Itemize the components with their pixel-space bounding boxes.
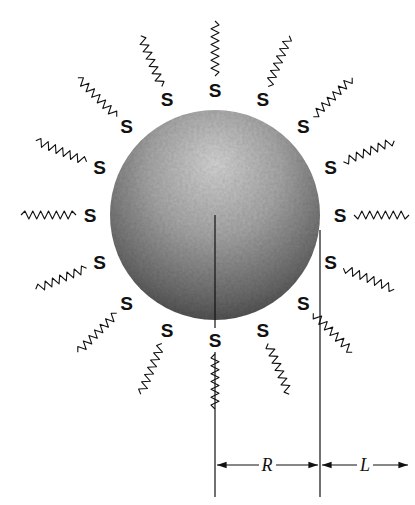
alkyl-chain [211, 21, 219, 76]
sulfur-atom-label: S [161, 90, 174, 109]
alkyl-chain [36, 139, 87, 163]
alkyl-chain [266, 343, 290, 394]
ligand-length-dimension: L [357, 456, 373, 474]
alkyl-chain [78, 78, 117, 117]
sulfur-atom-label: S [324, 158, 337, 177]
alkyl-chain [21, 211, 76, 219]
sulfur-atom-label: S [256, 321, 269, 340]
sulfur-atom-label: S [324, 253, 337, 272]
ligand-chains [21, 21, 409, 409]
alkyl-chain [140, 36, 164, 87]
alkyl-chain [139, 343, 163, 394]
sulfur-atom-label: S [209, 331, 222, 350]
center-line [214, 215, 215, 328]
alkyl-chain [268, 36, 292, 87]
alkyl-chain [343, 268, 394, 292]
alkyl-chain [78, 313, 117, 352]
alkyl-chain [313, 78, 352, 117]
sulfur-atom-label: S [120, 294, 133, 313]
sulfur-atom-label: S [256, 90, 269, 109]
center-line [214, 352, 215, 497]
alkyl-chain [354, 211, 409, 219]
sulfur-atom-label: S [334, 206, 347, 225]
dimension-lines [215, 215, 408, 497]
sulfur-atom-label: S [161, 321, 174, 340]
alkyl-chain [36, 266, 87, 290]
sulfur-atom-label: S [93, 158, 106, 177]
sulfur-atom-label: S [297, 294, 310, 313]
sulfur-atom-label: S [93, 253, 106, 272]
sulfur-atom-label: S [209, 81, 222, 100]
sulfur-atom-label: S [120, 117, 133, 136]
edge-line [319, 230, 320, 497]
alkyl-chain [343, 140, 394, 164]
alkyl-chain [313, 313, 352, 352]
sulfur-atom-label: S [84, 206, 97, 225]
radius-dimension: R [259, 456, 276, 474]
sulfur-atom-label: S [297, 117, 310, 136]
